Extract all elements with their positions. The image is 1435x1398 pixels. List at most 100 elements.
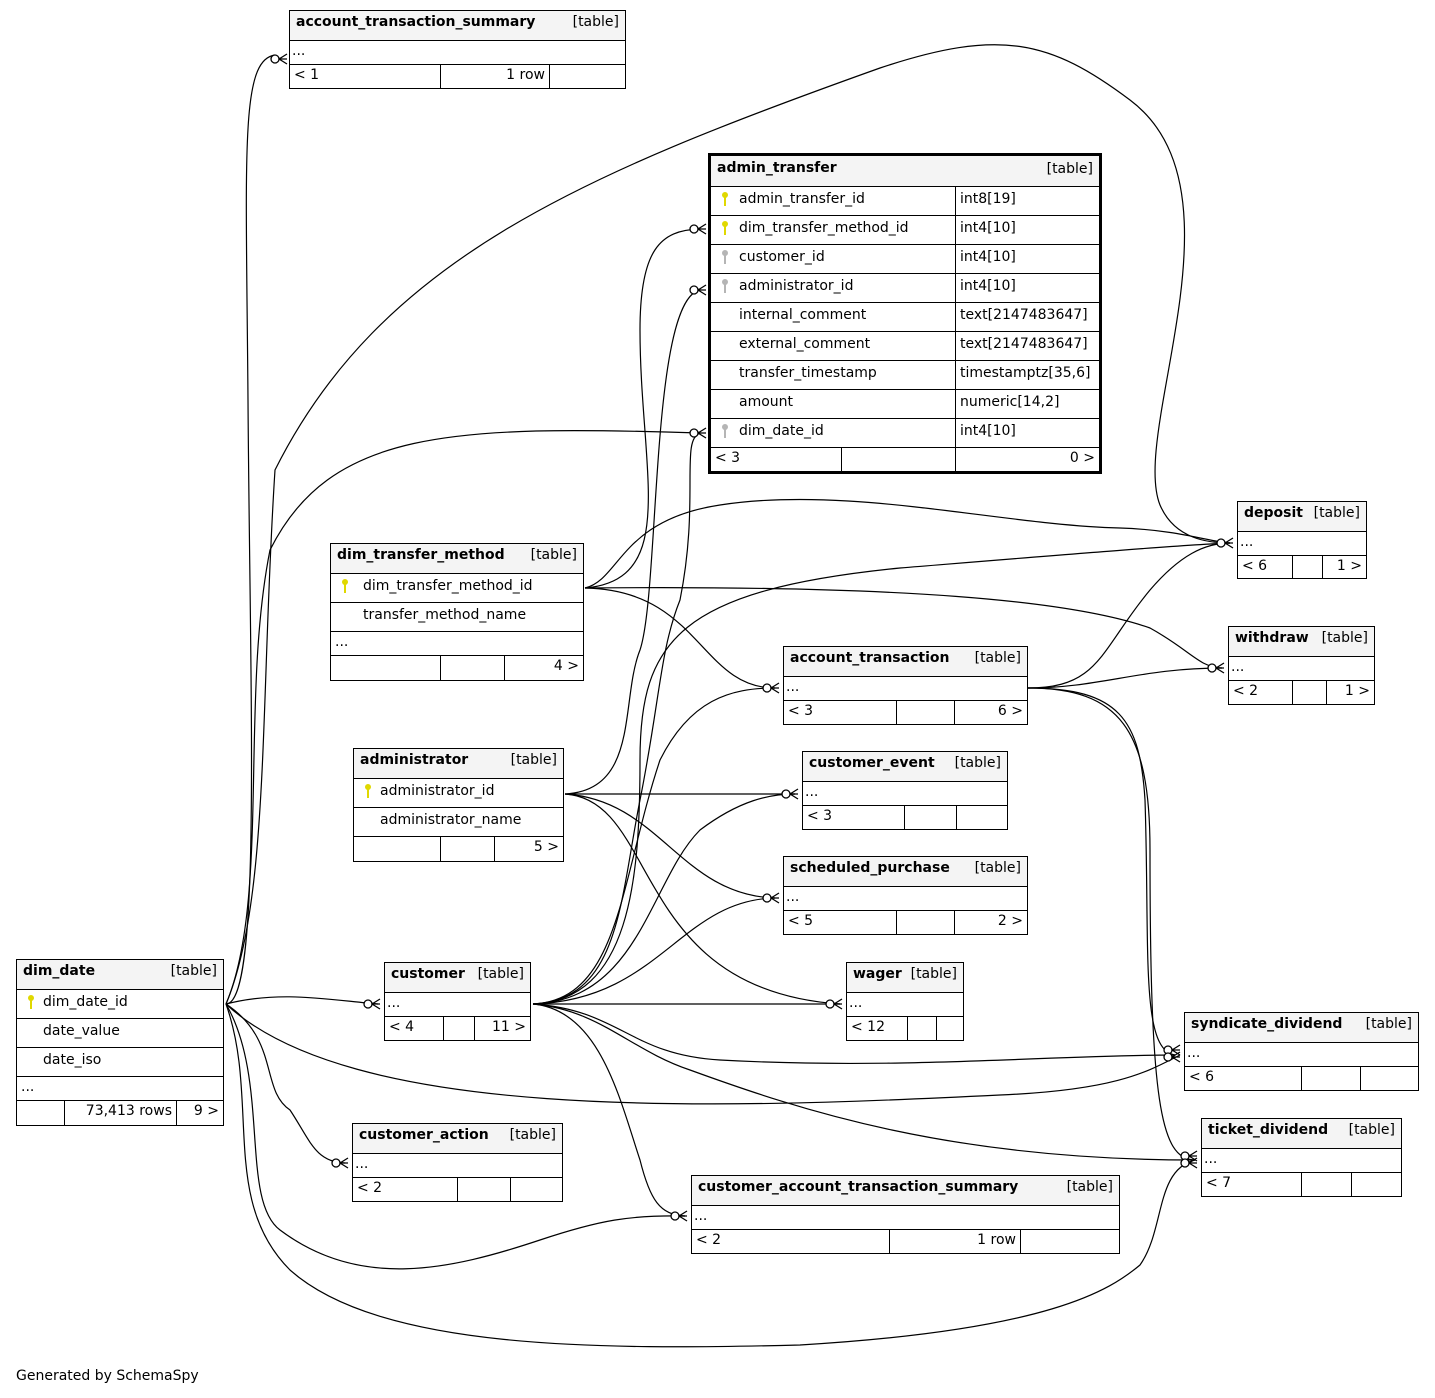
relationship-edge-dim-date-to-customer-account-transaction-summary bbox=[225, 1003, 686, 1270]
column-row[interactable]: transfer_timestamp timestamptz[35,6] bbox=[711, 361, 1099, 390]
more-columns: ... bbox=[786, 889, 800, 905]
table-wager[interactable]: wager [table] ... < 12 bbox=[846, 962, 964, 1041]
column-row[interactable]: transfer_method_name bbox=[331, 603, 583, 632]
column-row[interactable]: external_comment text[2147483647] bbox=[711, 332, 1099, 361]
table-syndicate-dividend[interactable]: syndicate_dividend [table] ... < 6 bbox=[1184, 1012, 1419, 1091]
column-row[interactable]: customer_id int4[10] bbox=[711, 245, 1099, 274]
column-row[interactable]: dim_date_id int4[10] bbox=[711, 419, 1099, 448]
column-row[interactable]: dim_transfer_method_id bbox=[331, 574, 583, 603]
column-name: amount bbox=[739, 394, 794, 410]
row-count bbox=[896, 701, 954, 724]
table-name: deposit bbox=[1244, 505, 1303, 521]
crows-foot-admin-transfer bbox=[697, 223, 707, 235]
column-row[interactable]: administrator_id bbox=[354, 779, 563, 808]
column-type: numeric[14,2] bbox=[955, 390, 1099, 418]
relationship-edge-customer-to-admin-transfer bbox=[532, 432, 701, 1005]
table-administrator[interactable]: administrator [table] administrator_id a… bbox=[353, 748, 564, 862]
table-stats: 4 > bbox=[331, 656, 583, 680]
column-name: administrator_name bbox=[380, 812, 522, 828]
table-type: [table] bbox=[974, 860, 1021, 876]
column-name: date_value bbox=[43, 1023, 120, 1039]
column-name: transfer_timestamp bbox=[739, 365, 877, 381]
column-name: administrator_id bbox=[380, 783, 495, 799]
column-row[interactable]: date_iso bbox=[17, 1048, 223, 1077]
column-name: transfer_method_name bbox=[363, 607, 527, 623]
table-scheduled-purchase[interactable]: scheduled_purchase [table] ... < 5 2 > bbox=[783, 856, 1028, 935]
optional-marker-ticket-dividend bbox=[1180, 1158, 1190, 1168]
table-ticket-dividend[interactable]: ticket_dividend [table] ... < 7 bbox=[1201, 1118, 1402, 1197]
column-row[interactable]: dim_date_id bbox=[17, 990, 223, 1019]
column-row[interactable]: administrator_id int4[10] bbox=[711, 274, 1099, 303]
children-count: 0 > bbox=[955, 448, 1099, 472]
crows-foot-admin-transfer bbox=[697, 284, 707, 296]
parents-count: < 3 bbox=[715, 450, 741, 466]
foreign-key-icon bbox=[722, 279, 728, 293]
table-name: dim_transfer_method bbox=[337, 547, 505, 563]
table-account-transaction-summary[interactable]: account_transaction_summary [table] ... … bbox=[289, 10, 626, 89]
children-count: 1 > bbox=[1322, 556, 1366, 578]
parents-count bbox=[354, 837, 440, 861]
children-count bbox=[510, 1178, 562, 1201]
optional-marker-account-transaction-summary bbox=[270, 54, 280, 64]
row-count bbox=[896, 911, 954, 934]
table-stats: < 6 bbox=[1185, 1067, 1418, 1090]
table-admin-transfer[interactable]: admin_transfer [table] admin_transfer_id… bbox=[708, 153, 1102, 474]
relationship-edge-customer-to-ticket-dividend bbox=[532, 1003, 1196, 1161]
table-customer-action[interactable]: customer_action [table] ... < 2 bbox=[352, 1123, 563, 1202]
more-columns: ... bbox=[1204, 1151, 1218, 1167]
column-name: customer_id bbox=[739, 249, 825, 265]
table-stats: < 3 bbox=[803, 806, 1007, 829]
column-row[interactable]: amount numeric[14,2] bbox=[711, 390, 1099, 419]
column-row[interactable]: admin_transfer_id int8[19] bbox=[711, 187, 1099, 216]
relationship-edge-dim-date-to-admin-transfer bbox=[225, 429, 701, 1005]
table-stats: < 3 6 > bbox=[784, 701, 1027, 724]
table-customer[interactable]: customer [table] ... < 4 11 > bbox=[384, 962, 531, 1041]
table-type: [table] bbox=[1066, 1179, 1113, 1195]
table-header: administrator [table] bbox=[354, 749, 563, 779]
relationship-edge-dim-transfer-method-to-deposit bbox=[584, 498, 1231, 589]
column-name: external_comment bbox=[739, 336, 871, 352]
optional-marker-admin-transfer bbox=[689, 224, 699, 234]
primary-key-icon bbox=[722, 192, 728, 206]
table-customer-account-transaction-summary[interactable]: customer_account_transaction_summary [ta… bbox=[691, 1175, 1120, 1254]
table-type: [table] bbox=[954, 755, 1001, 771]
column-row[interactable]: internal_comment text[2147483647] bbox=[711, 303, 1099, 332]
row-count: 1 row bbox=[440, 65, 549, 88]
more-columns: ... bbox=[849, 995, 863, 1011]
table-type: [table] bbox=[1365, 1016, 1412, 1032]
table-type: [table] bbox=[1046, 161, 1093, 177]
table-header: customer [table] bbox=[385, 963, 530, 993]
parents-count: < 2 bbox=[696, 1232, 722, 1248]
table-header: deposit [table] bbox=[1238, 502, 1366, 532]
relationship-edge-administrator-to-wager bbox=[564, 793, 841, 1005]
children-count: 11 > bbox=[474, 1017, 530, 1040]
column-name: dim_date_id bbox=[739, 423, 824, 439]
table-header: dim_date [table] bbox=[17, 960, 223, 990]
table-type: [table] bbox=[910, 966, 957, 982]
table-customer-event[interactable]: customer_event [table] ... < 3 bbox=[802, 751, 1008, 830]
relationship-edge-dim-date-to-deposit bbox=[225, 44, 1231, 1005]
table-withdraw[interactable]: withdraw [table] ... < 2 1 > bbox=[1228, 626, 1375, 705]
table-name: account_transaction bbox=[790, 650, 950, 666]
crows-foot-wager bbox=[833, 998, 843, 1010]
relationship-edge-dim-date-to-syndicate-dividend bbox=[225, 1003, 1181, 1105]
row-count bbox=[1292, 681, 1326, 704]
relationship-edge-customer-to-account-transaction bbox=[532, 687, 776, 1005]
table-dim-transfer-method[interactable]: dim_transfer_method [table] dim_transfer… bbox=[330, 543, 584, 681]
children-count: 9 > bbox=[176, 1101, 223, 1125]
table-account-transaction[interactable]: account_transaction [table] ... < 3 6 > bbox=[783, 646, 1028, 725]
column-name: date_iso bbox=[43, 1052, 102, 1068]
column-row[interactable]: administrator_name bbox=[354, 808, 563, 837]
column-row[interactable]: dim_transfer_method_id int4[10] bbox=[711, 216, 1099, 245]
table-stats: 73,413 rows 9 > bbox=[17, 1101, 223, 1125]
table-deposit[interactable]: deposit [table] ... < 6 1 > bbox=[1237, 501, 1367, 579]
primary-key-icon bbox=[365, 784, 371, 798]
column-row[interactable]: date_value bbox=[17, 1019, 223, 1048]
more-columns: ... bbox=[1187, 1045, 1201, 1061]
table-name: scheduled_purchase bbox=[790, 860, 950, 876]
table-dim-date[interactable]: dim_date [table] dim_date_id date_value … bbox=[16, 959, 224, 1126]
crows-foot-admin-transfer bbox=[697, 427, 707, 439]
relationship-edge-administrator-to-scheduled-purchase bbox=[564, 793, 776, 899]
parents-count: < 2 bbox=[357, 1180, 383, 1196]
table-type: [table] bbox=[530, 547, 577, 563]
